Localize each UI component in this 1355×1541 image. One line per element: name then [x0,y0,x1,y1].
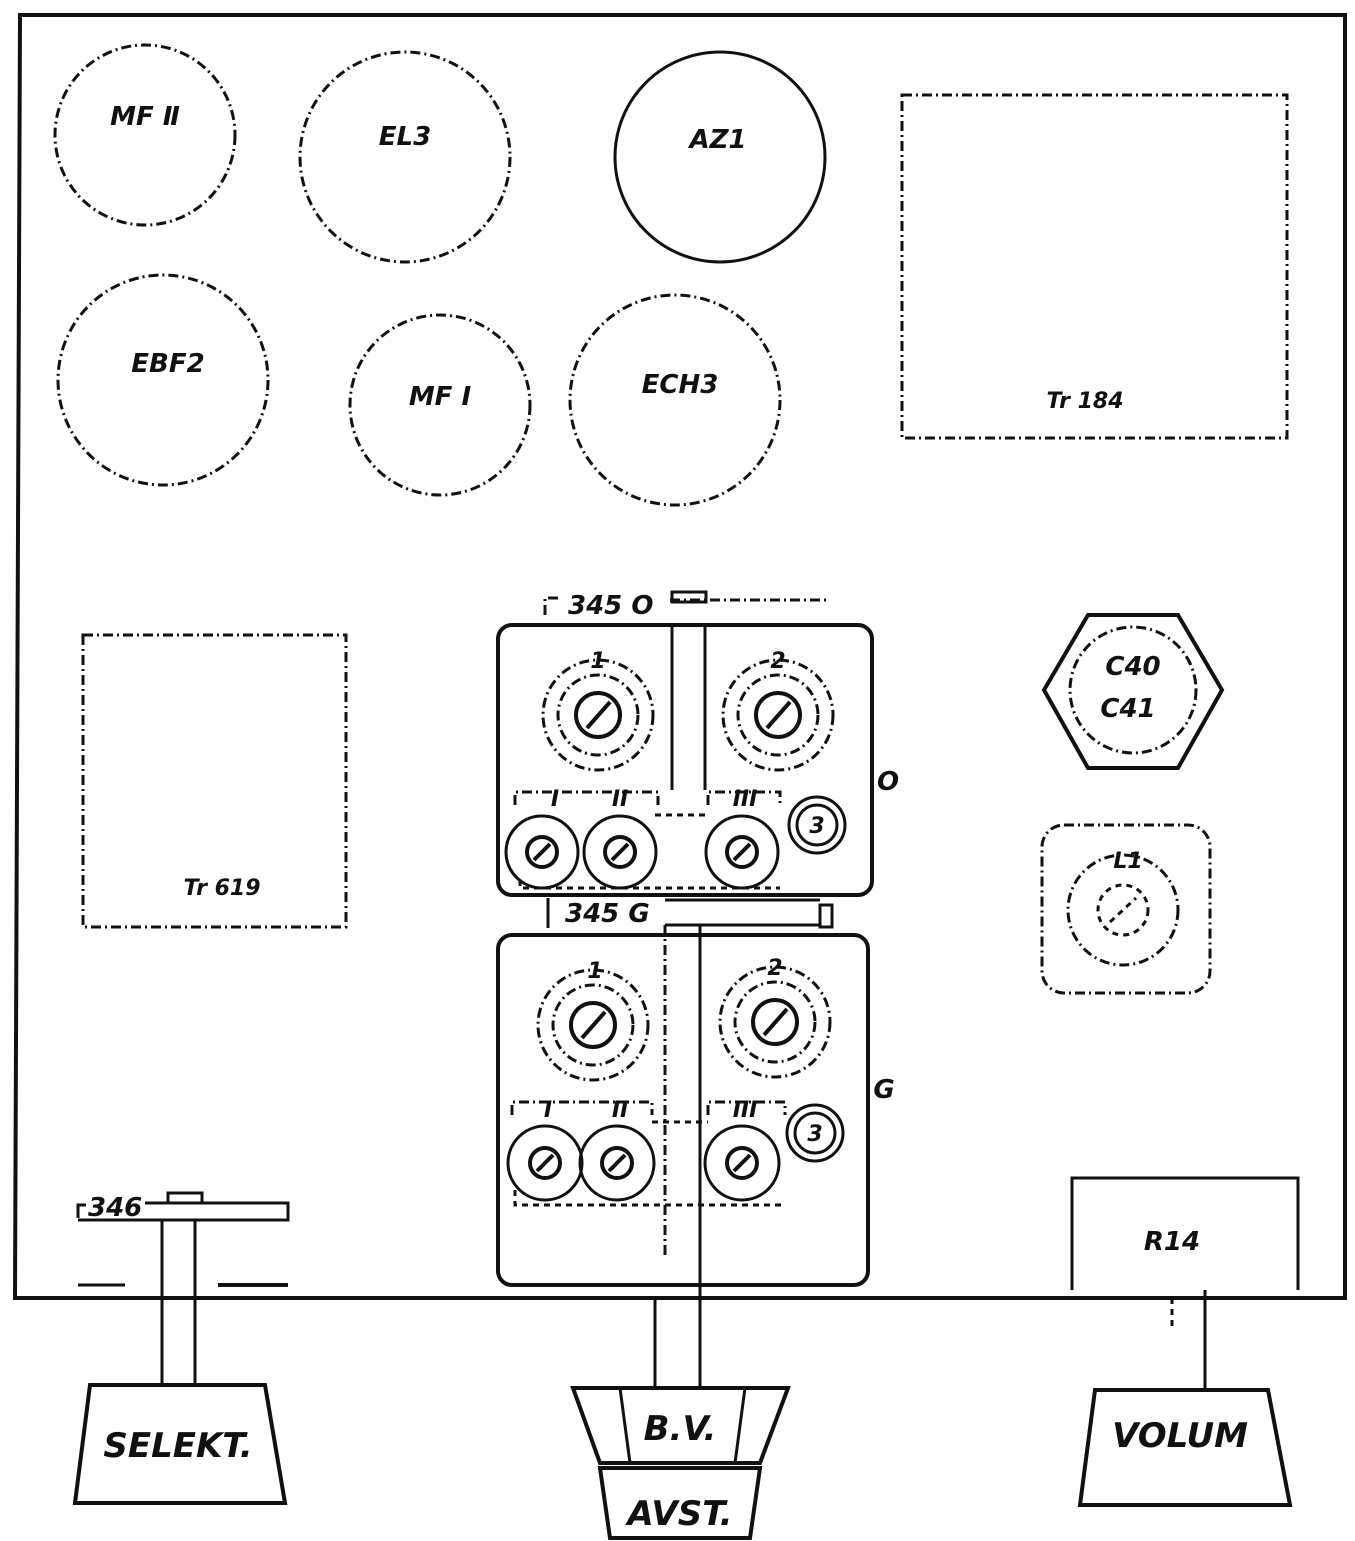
tube-ebf2-label: EBF2 [131,349,204,379]
knob-volum-label: VOLUM [1112,1416,1248,1456]
gang-o-range-1: I [504,787,580,890]
knob-selekt-label: SELEKT. [103,1426,252,1466]
gang-g-side-label: G [873,1075,894,1105]
transformer-tr619-label: Tr 619 [183,876,260,901]
knob-bv-label: B.V. [644,1409,717,1449]
gang-g-range-1-label: I [544,1098,552,1123]
gang-o-trimmer-2: 2 [721,649,835,772]
gang-g-part-label: 345 G [565,899,650,929]
gang-g-range-2-label: II [612,1098,628,1123]
transformer-tr619: Tr 619 [81,633,348,929]
capacitor-c40-c41: C40 C41 [1041,613,1225,770]
gang-o-trimmer-1-label: 1 [590,649,605,674]
potentiometer-r14-label: R14 [1144,1227,1200,1257]
gang-g-range-2: II [578,1098,656,1202]
knob-bv-avst: B.V. AVST. [570,1386,791,1540]
gang-link [546,898,834,929]
knob-volum: VOLUM [1077,1388,1293,1507]
gang-o-range-1-label: I [551,787,559,812]
gang-o-small-trimmer-label: 3 [809,814,824,839]
gang-o-range-3-label: III [733,787,758,812]
gang-o-part-label: 345 O [568,591,653,621]
chassis-outline [12,13,1347,1300]
potentiometer-r14: R14 [1070,1176,1300,1390]
gang-g-trimmer-1: 1 [536,959,650,1082]
gang-o-range-2: II [582,787,658,890]
coil-l1-label: L1 [1113,849,1142,874]
tube-az1-label: AZ1 [687,125,746,155]
gang-o-side-label: O [877,767,899,797]
transformer-tr184-label: Tr 184 [1046,389,1123,414]
gang-o-trimmer-2-label: 2 [770,649,785,674]
capacitor-label-bottom: C41 [1100,694,1155,724]
switch-346-label: 346 [88,1193,142,1223]
tube-el3: EL3 [298,50,512,264]
tube-ech3: ECH3 [568,293,782,507]
tube-mf1-label: MF Ⅰ [409,382,472,412]
tube-mf1: MF Ⅰ [348,313,532,497]
capacitor-label-top: C40 [1105,652,1160,682]
gang-g-trimmer-1-label: 1 [587,959,602,984]
gang-g-range-1: I [506,1098,584,1202]
gang-o-range-2-label: II [612,787,628,812]
gang-g-small-trimmer-label: 3 [807,1122,822,1147]
gang-o-trimmer-1: 1 [541,649,655,772]
gang-o: 345 O O 1 2 I [496,590,899,897]
tube-el3-label: EL3 [379,122,431,152]
shaft-bv [653,1300,702,1388]
tube-mf2-label: MF Ⅱ [110,102,180,132]
knob-avst-label: AVST. [624,1494,732,1534]
gang-g-small-trimmer: 3 [785,1103,845,1163]
gang-g-trimmer-2: 2 [718,956,832,1079]
gang-g-range-3: III [703,1098,781,1202]
gang-o-range-3: III [704,787,780,890]
gang-g-range-3-label: III [733,1098,758,1123]
tube-ebf2: EBF2 [56,273,270,487]
tube-az1: AZ1 [613,50,827,264]
gang-o-small-trimmer: 3 [787,795,847,855]
switch-346: 346 [76,1191,290,1385]
gang-g-trimmer-2-label: 2 [767,956,782,981]
gang-g: 345 G G 1 2 I [496,899,895,1385]
knob-selekt: SELEKT. [72,1383,288,1505]
tube-ech3-label: ECH3 [642,370,719,400]
tube-mf2: MF Ⅱ [53,43,237,227]
coil-l1: L1 [1040,823,1212,995]
transformer-tr184: Tr 184 [900,93,1289,440]
